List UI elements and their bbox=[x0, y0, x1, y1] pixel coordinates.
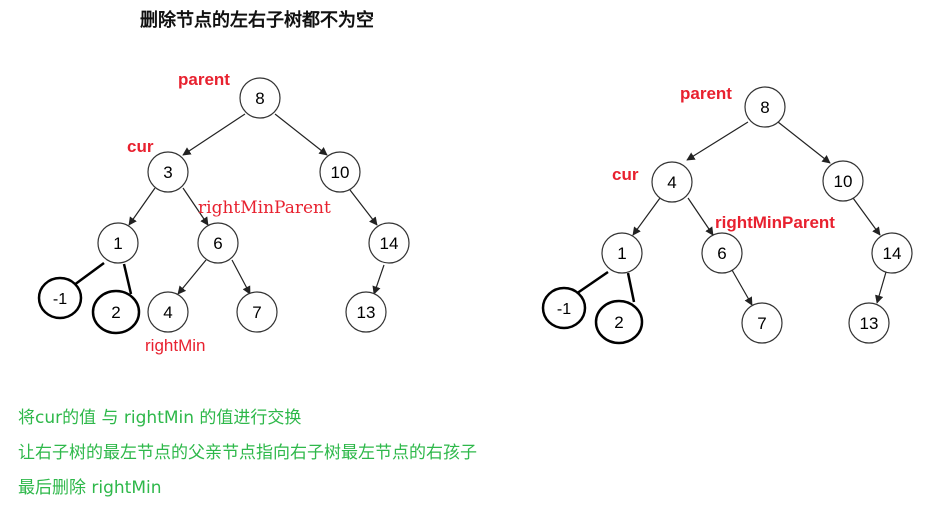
edge-8-3 bbox=[182, 113, 246, 156]
edge-4-1 bbox=[632, 197, 661, 236]
node-14: 14 bbox=[871, 232, 913, 274]
edge-10-14 bbox=[349, 189, 378, 226]
edge-6-7 bbox=[731, 269, 753, 306]
node-2: 2 bbox=[594, 299, 644, 345]
node-14: 14 bbox=[368, 222, 410, 264]
edge-3-1 bbox=[128, 187, 156, 226]
rightminparent-label: rightMinParent bbox=[715, 213, 835, 232]
edge-8-10 bbox=[777, 121, 831, 164]
node-13-label: 13 bbox=[860, 314, 879, 333]
edge-1-2 bbox=[122, 263, 133, 295]
node-10: 10 bbox=[319, 151, 361, 193]
node-13: 13 bbox=[345, 291, 387, 333]
parent-label: parent bbox=[680, 84, 732, 103]
note-line-3: 最后删除 rightMin bbox=[18, 478, 162, 498]
node-3: 3 bbox=[147, 151, 189, 193]
node-4-label: 4 bbox=[667, 173, 676, 192]
left-tree: 8 3 10 1 6 14 -1 2 bbox=[37, 70, 410, 355]
node-7-label: 7 bbox=[252, 303, 261, 322]
node-6-label: 6 bbox=[213, 234, 222, 253]
node-1: 1 bbox=[601, 232, 643, 274]
edge-3-6 bbox=[182, 187, 209, 226]
edge-1-2 bbox=[626, 272, 636, 303]
edge-4-6 bbox=[687, 197, 714, 236]
edge-6-4 bbox=[177, 259, 207, 295]
note-line-2: 让右子树的最左节点的父亲节点指向右子树最左节点的右孩子 bbox=[18, 443, 477, 463]
edge-8-4 bbox=[686, 121, 749, 161]
node-2-label: 2 bbox=[614, 313, 623, 332]
cur-label: cur bbox=[612, 165, 639, 184]
node-10: 10 bbox=[822, 160, 864, 202]
right-tree: 8 4 10 1 6 14 -1 2 bbox=[541, 84, 913, 345]
node-7: 7 bbox=[236, 291, 278, 333]
node-1-label: 1 bbox=[113, 234, 122, 253]
edge-6-7 bbox=[231, 259, 251, 295]
node-7: 7 bbox=[741, 302, 783, 344]
rightminparent-label: rightMinParent bbox=[198, 198, 331, 218]
parent-label: parent bbox=[178, 70, 230, 89]
node-minus1: -1 bbox=[37, 276, 83, 320]
edge-10-14 bbox=[852, 197, 881, 236]
node-13: 13 bbox=[848, 302, 890, 344]
node-3-label: 3 bbox=[163, 163, 172, 182]
node-8-label: 8 bbox=[255, 89, 264, 108]
node-14-label: 14 bbox=[380, 234, 399, 253]
node-13-label: 13 bbox=[357, 303, 376, 322]
cur-label: cur bbox=[127, 137, 154, 156]
node-4: 4 bbox=[651, 161, 693, 203]
node-1-label: 1 bbox=[617, 244, 626, 263]
node-8: 8 bbox=[239, 77, 281, 119]
node-1: 1 bbox=[97, 222, 139, 264]
node-4: 4 bbox=[147, 291, 189, 333]
node-minus1-label: -1 bbox=[53, 291, 67, 308]
edge-14-13 bbox=[372, 264, 385, 295]
edge-8-10 bbox=[274, 113, 328, 156]
note-line-1: 将cur的值 与 rightMin 的值进行交换 bbox=[18, 408, 302, 428]
node-10-label: 10 bbox=[331, 163, 350, 182]
node-minus1: -1 bbox=[541, 286, 587, 330]
node-8-label: 8 bbox=[760, 98, 769, 117]
diagram-title: 删除节点的左右子树都不为空 bbox=[140, 10, 374, 31]
node-6: 6 bbox=[197, 222, 239, 264]
node-2: 2 bbox=[91, 289, 141, 335]
node-6: 6 bbox=[701, 232, 743, 274]
node-6-label: 6 bbox=[717, 244, 726, 263]
node-2-label: 2 bbox=[111, 303, 120, 322]
node-14-label: 14 bbox=[883, 244, 902, 263]
node-8: 8 bbox=[744, 86, 786, 128]
node-4-label: 4 bbox=[163, 303, 172, 322]
node-minus1-label: -1 bbox=[557, 301, 571, 318]
rightmin-label: rightMin bbox=[145, 336, 205, 355]
node-10-label: 10 bbox=[834, 172, 853, 191]
node-7-label: 7 bbox=[757, 314, 766, 333]
edge-1-minus1 bbox=[572, 270, 609, 298]
edge-14-13 bbox=[875, 271, 887, 304]
